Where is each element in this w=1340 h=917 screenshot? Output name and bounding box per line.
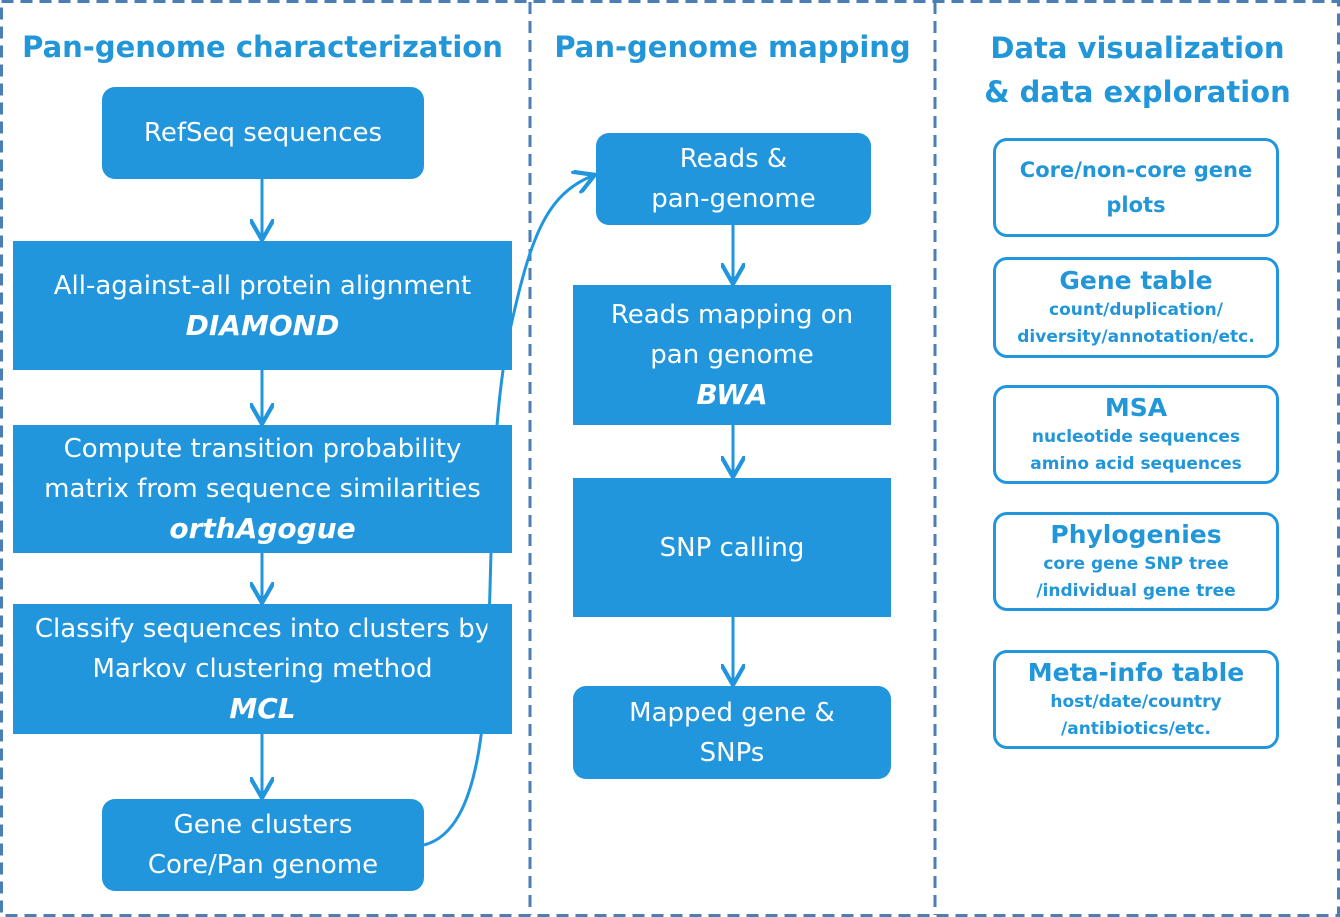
refseq-sequences-box: RefSeq sequences: [102, 87, 424, 179]
transition-matrix-box: Compute transition probability matrix fr…: [13, 425, 512, 553]
step-line: Compute transition probability: [63, 434, 462, 464]
step-line: pan genome: [650, 340, 814, 370]
item-line: plots: [1106, 192, 1166, 217]
item-sub: amino acid sequences: [1030, 453, 1242, 474]
gene-clusters-box: Gene clusters Core/Pan genome: [102, 799, 424, 891]
snp-calling-box: SNP calling: [573, 478, 891, 617]
tool-label-mcl: MCL: [229, 692, 296, 725]
item-sub: count/duplication/: [1049, 299, 1223, 320]
step-line: SNPs: [699, 737, 765, 768]
step-line: Classify sequences into clusters by: [34, 614, 491, 644]
msa-box: MSA nucleotide sequences amino acid sequ…: [993, 385, 1279, 484]
gene-table-box: Gene table count/duplication/ diversity/…: [993, 257, 1279, 358]
arrow-clusters-to-reads: [423, 176, 592, 847]
step-line: Mapped gene &: [629, 697, 835, 728]
visualization-title: Data visualization & data exploration: [940, 26, 1335, 114]
step-line: matrix from sequence similarities: [44, 474, 481, 504]
mapping-title: Pan-genome mapping: [554, 30, 911, 64]
step-line: RefSeq sequences: [143, 118, 383, 148]
characterization-title: Pan-genome characterization: [22, 30, 503, 64]
item-sub: /antibiotics/etc.: [1061, 718, 1211, 739]
item-title: Phylogenies: [1050, 519, 1222, 549]
item-sub: core gene SNP tree: [1043, 553, 1229, 574]
core-noncore-plots-box: Core/non-core gene plots: [993, 138, 1279, 237]
item-title: MSA: [1104, 392, 1168, 422]
phylogenies-box: Phylogenies core gene SNP tree /individu…: [993, 512, 1279, 611]
reads-pangenome-box: Reads & pan-genome: [596, 133, 871, 225]
item-line: Core/non-core gene: [1019, 157, 1253, 182]
tool-label-diamond: DIAMOND: [185, 308, 340, 342]
step-line: Markov clustering method: [92, 654, 433, 684]
tool-label-orthagogue: orthAgogue: [169, 512, 356, 545]
step-line: pan-genome: [651, 184, 816, 214]
protein-alignment-box: All-against-all protein alignment DIAMON…: [13, 241, 512, 370]
step-line: Core/Pan genome: [147, 850, 379, 880]
step-line: Gene clusters: [173, 810, 353, 840]
item-sub: nucleotide sequences: [1031, 426, 1241, 447]
item-sub: /individual gene tree: [1036, 580, 1236, 601]
step-line: Reads &: [679, 144, 788, 174]
mapped-gene-box: Mapped gene & SNPs: [573, 686, 891, 779]
step-line: All-against-all protein alignment: [53, 270, 472, 301]
item-title: Meta-info table: [1027, 657, 1245, 687]
step-line: Reads mapping on: [610, 300, 854, 330]
title-line: & data exploration: [984, 75, 1291, 109]
meta-info-table-box: Meta-info table host/date/country /antib…: [993, 650, 1279, 749]
step-line: SNP calling: [659, 532, 805, 563]
item-title: Gene table: [1059, 265, 1213, 295]
item-sub: diversity/annotation/etc.: [1017, 326, 1255, 347]
tool-label-bwa: BWA: [696, 378, 768, 411]
title-line: Data visualization: [990, 31, 1285, 65]
markov-clustering-box: Classify sequences into clusters by Mark…: [13, 604, 512, 734]
reads-mapping-box: Reads mapping on pan genome BWA: [573, 285, 891, 425]
item-sub: host/date/country: [1050, 691, 1222, 712]
